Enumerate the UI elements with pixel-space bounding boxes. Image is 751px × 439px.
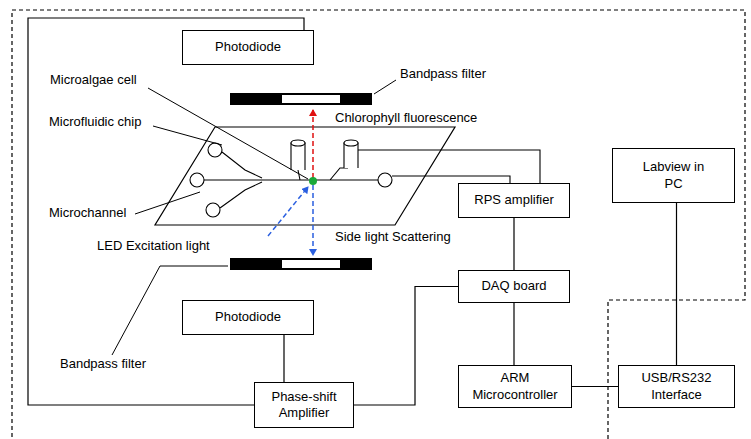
- box-label: Photodiode: [215, 39, 281, 55]
- box-label: Phase-shift Amplifier: [262, 389, 347, 422]
- microcontroller-box: ARM Microcontroller: [458, 365, 572, 408]
- signal-wire: [283, 335, 284, 382]
- signal-wire: [572, 386, 618, 387]
- fluorescence-ray: [312, 110, 314, 178]
- box-label: USB/RS232 Interface: [632, 370, 722, 403]
- box-label: Photodiode: [215, 309, 281, 325]
- ray-label: Chlorophyll fluorescence: [333, 110, 479, 126]
- scatter-ray: [312, 185, 314, 255]
- photodiode-box: Photodiode: [182, 30, 314, 65]
- ray-label: Side light Scattering: [333, 229, 453, 245]
- box-label: ARM Microcontroller: [465, 370, 565, 403]
- tubing: [291, 140, 358, 170]
- box-label: RPS amplifier: [474, 192, 553, 208]
- cell-label: Microalgae cell: [48, 72, 139, 88]
- signal-wire: [676, 203, 677, 365]
- signal-wire: [513, 218, 514, 270]
- box-label: DAQ board: [481, 278, 546, 294]
- signal-wire: [28, 18, 304, 405]
- photodiode-box: Photodiode: [182, 300, 314, 335]
- daq-box: DAQ board: [458, 270, 570, 303]
- channel-label: Microchannel: [47, 205, 128, 221]
- microalgae-cell: [309, 177, 317, 185]
- filter-label: Bandpass filter: [398, 66, 488, 82]
- amplifier-box: RPS amplifier: [458, 183, 570, 218]
- electrode-wire: [392, 176, 510, 183]
- filter-label: Bandpass filter: [58, 356, 148, 372]
- ray-label: LED Excitation light: [95, 238, 212, 254]
- system-boundary: [12, 10, 745, 439]
- excitation-ray: [268, 187, 308, 236]
- box-label: Labview in PC: [639, 159, 709, 192]
- chip-label: Microfluidic chip: [47, 114, 143, 130]
- pc-box: Labview in PC: [612, 148, 735, 203]
- signal-wire: [513, 303, 514, 365]
- amplifier-box: Phase-shift Amplifier: [254, 382, 354, 428]
- reservoir: [190, 143, 392, 217]
- interface-box: USB/RS232 Interface: [618, 365, 735, 408]
- electrode-wire: [358, 150, 540, 183]
- signal-wire: [354, 287, 458, 406]
